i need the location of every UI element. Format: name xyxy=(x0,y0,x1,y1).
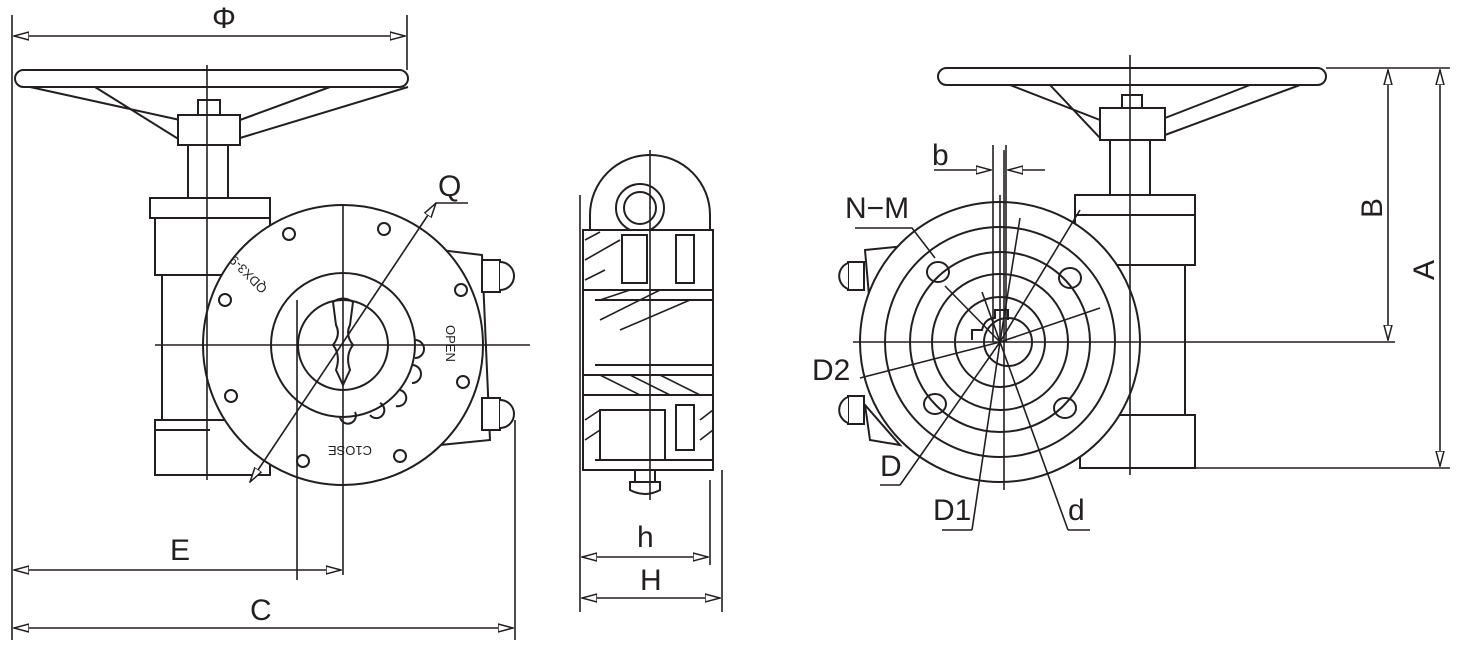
front-view: QDX3-9 OPEN C1OSE Q Φ E C xyxy=(11,2,530,640)
a-label: A xyxy=(1408,260,1441,280)
c-label: C xyxy=(250,594,272,627)
q-label: Q xyxy=(438,170,461,203)
phi-label: Φ xyxy=(212,2,236,35)
flange-bolt-holes xyxy=(923,261,1082,419)
b-label: b xyxy=(932,139,949,172)
d1-label: D1 xyxy=(933,494,971,527)
d-small-label: d xyxy=(1068,494,1085,527)
d2-label: D2 xyxy=(812,354,850,387)
b-upper-label: B xyxy=(1356,198,1389,218)
handwheel-hub xyxy=(177,114,241,146)
h-small-label: h xyxy=(637,521,654,554)
d-label: D xyxy=(880,450,902,483)
n-m-label: N−M xyxy=(845,192,909,225)
open-label: OPEN xyxy=(443,325,458,362)
side-section-view: h H xyxy=(579,150,723,612)
h-large-label: H xyxy=(640,564,662,597)
handwheel-rim-right xyxy=(937,67,1327,86)
e-label: E xyxy=(170,534,190,567)
bottom-view: b N−M D2 D D1 d B A xyxy=(812,55,1450,531)
close-label: C1OSE xyxy=(328,443,372,458)
handwheel-spokes xyxy=(29,86,409,141)
stem xyxy=(187,144,229,199)
handwheel-rim xyxy=(14,69,409,88)
